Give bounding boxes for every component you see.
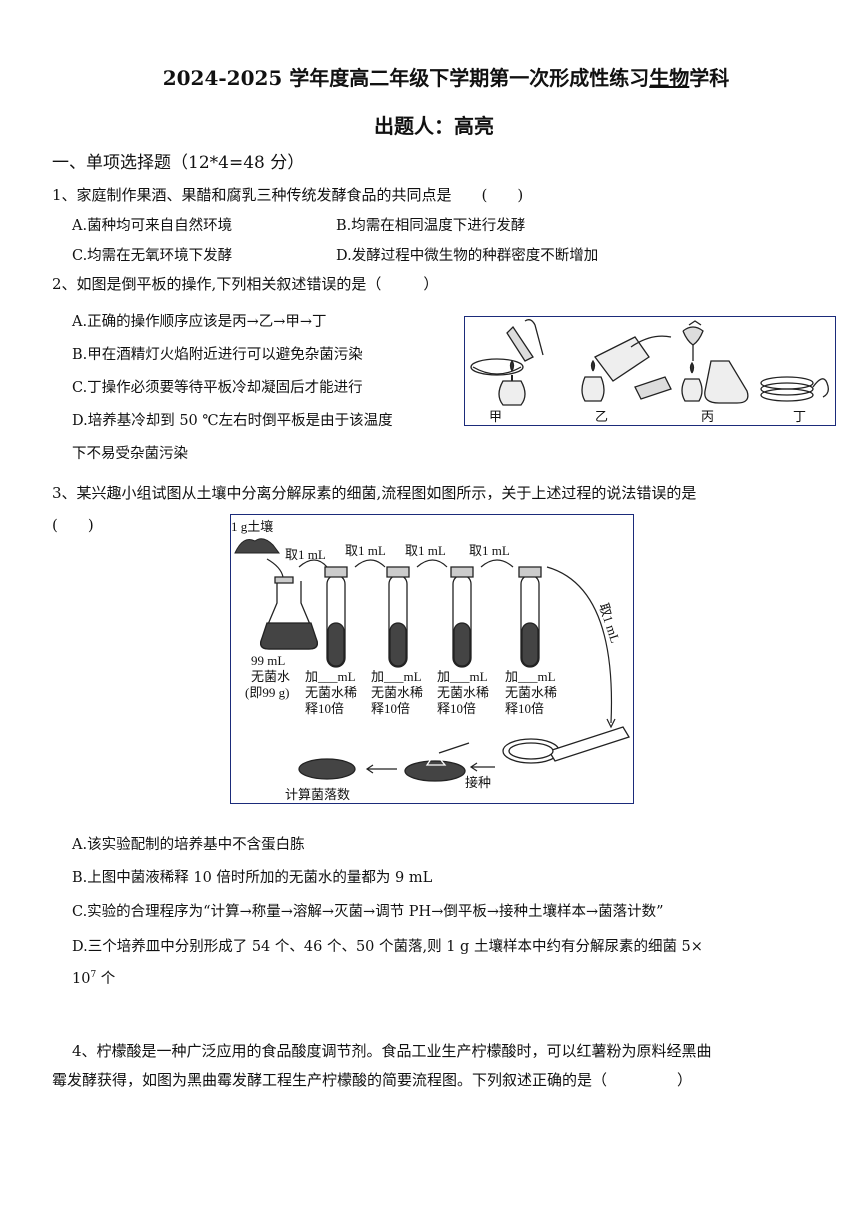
tube4-water: 无菌水稀: [505, 685, 557, 700]
tube2-water: 无菌水稀: [371, 685, 423, 700]
q2-option-d-cont: 下不易受杂菌污染: [72, 446, 188, 462]
title-text: 2024-2025 学年度高二年级下学期第一次形成性练习: [162, 66, 650, 90]
q3-option-d: D.三个培养皿中分别形成了 54 个、46 个、50 个菌落,则 1 g 土壤样…: [72, 939, 703, 955]
inoculated-plate: [404, 742, 470, 782]
tube2-add: 加___mL: [371, 669, 422, 684]
pour-plate-drawing: 甲 乙 丙 丁: [470, 319, 829, 425]
q3-option-c: C.实验的合理程序为“计算→称量→溶解→灭菌→调节 PH→倒平板→接种土壤样本→…: [72, 904, 664, 920]
flask-note: (即99 g): [245, 685, 289, 700]
label-bing: 丙: [701, 410, 714, 425]
q1-stem-text: 1、家庭制作果酒、果醋和腐乳三种传统发酵食品的共同点是: [52, 186, 452, 204]
flask-volume: 99 mL: [251, 653, 285, 668]
tube1-add: 加___mL: [305, 669, 356, 684]
take-label-4: 取1 mL: [469, 543, 510, 558]
inoculate-label: 接种: [465, 775, 491, 790]
step-bing-illustration: [681, 320, 749, 404]
test-tube-1: [324, 566, 348, 668]
step-yi-illustration: [581, 335, 672, 402]
soil-pile-icon: [234, 538, 280, 554]
question-1-stem: 1、家庭制作果酒、果醋和腐乳三种传统发酵食品的共同点是 ( ): [52, 184, 523, 205]
q2-stem-text: 2、如图是倒平板的操作,下列相关叙述错误的是（: [52, 275, 382, 293]
take-label-2: 取1 mL: [345, 543, 386, 558]
q2-option-b: B.甲在酒精灯火焰附近进行可以避免杂菌污染: [72, 347, 363, 363]
q3-d-exponent: 7: [90, 970, 97, 981]
tube3-fold: 释10倍: [437, 701, 476, 716]
count-plate: [298, 758, 356, 780]
dilution-flow-figure: 1 g土壤 取1 mL 取1 mL 取1 mL 取1 mL: [230, 514, 634, 804]
q2-option-a: A.正确的操作顺序应该是丙→乙→甲→丁: [72, 314, 327, 330]
q1-option-c: C.均需在无氧环境下发酵: [72, 248, 233, 264]
title-suffix: 学科: [689, 66, 730, 90]
q3-d-base: 10: [72, 971, 91, 987]
sterile-water-flask: [260, 576, 318, 650]
tube3-add: 加___mL: [437, 669, 488, 684]
spreading-plate: [502, 726, 630, 764]
label-ding: 丁: [793, 410, 806, 425]
section-heading: 一、单项选择题（12*4=48 分）: [52, 153, 305, 173]
count-label: 计算菌落数: [285, 787, 350, 802]
q4-line2-close: ）: [677, 1071, 693, 1089]
q3-option-b: B.上图中菌液稀释 10 倍时所加的无菌水的量都为 9 mL: [72, 870, 433, 886]
q2-option-c: C.丁操作必须要等待平板冷却凝固后才能进行: [72, 380, 363, 396]
tube2-fold: 释10倍: [371, 701, 410, 716]
take-label-3: 取1 mL: [405, 543, 446, 558]
q3-option-a: A.该实验配制的培养基中不含蛋白胨: [72, 837, 305, 853]
q1-answer-paren: ( ): [481, 186, 524, 204]
bottom-arrows: [365, 762, 495, 774]
q2-stem-close: ）: [423, 275, 439, 293]
test-tube-3: [450, 566, 474, 668]
tube4-add: 加___mL: [505, 669, 556, 684]
flask-name: 无菌水: [251, 669, 290, 684]
question-3-stem: 3、某兴趣小组试图从土壤中分离分解尿素的细菌,流程图如图所示，关于上述过程的说法…: [52, 484, 697, 502]
dilution-flow-drawing: 1 g土壤 取1 mL 取1 mL 取1 mL 取1 mL: [231, 519, 630, 802]
take-label-1: 取1 mL: [285, 547, 326, 562]
author-line: 出题人：高亮: [374, 114, 494, 138]
transfer-arrows: [266, 558, 616, 729]
q3-d-unit: 个: [96, 971, 116, 987]
title-subject: 生物: [649, 66, 690, 90]
tube1-water: 无菌水稀: [305, 685, 357, 700]
q1-option-a: A.菌种均可来自自然环境: [72, 218, 233, 234]
tube4-fold: 释10倍: [505, 701, 544, 716]
q2-option-d: D.培养基冷却到 50 ℃左右时倒平板是由于该温度: [72, 413, 393, 429]
q1-option-d: D.发酵过程中微生物的种群密度不断增加: [336, 248, 599, 264]
q1-option-b: B.均需在相同温度下进行发酵: [336, 218, 526, 234]
q3-option-d-cont: 107 个: [72, 967, 115, 988]
step-jia-illustration: [470, 319, 544, 406]
question-2-stem: 2、如图是倒平板的操作,下列相关叙述错误的是（ ）: [52, 273, 438, 294]
tube3-water: 无菌水稀: [437, 685, 489, 700]
label-yi: 乙: [595, 410, 608, 425]
pour-plate-figure: 甲 乙 丙 丁: [464, 316, 836, 426]
test-tube-2: [386, 566, 410, 668]
q4-line2-text: 霉发酵获得，如图为黑曲霉发酵工程生产柠檬酸的简要流程图。下列叙述正确的是（: [52, 1071, 608, 1089]
step-ding-illustration: [760, 376, 829, 402]
exam-title: 2024-2025 学年度高二年级下学期第一次形成性练习生物学科: [0, 62, 868, 91]
label-jia: 甲: [489, 410, 502, 425]
soil-label: 1 g土壤: [231, 519, 273, 534]
question-4-line1: 4、柠檬酸是一种广泛应用的食品酸度调节剂。食品工业生产柠檬酸时，可以红薯粉为原料…: [72, 1042, 712, 1060]
question-4-line2: 霉发酵获得，如图为黑曲霉发酵工程生产柠檬酸的简要流程图。下列叙述正确的是（ ）: [52, 1069, 692, 1090]
q3-answer-paren: ( ): [52, 516, 94, 534]
test-tube-4: [518, 566, 542, 668]
tube1-fold: 释10倍: [305, 701, 344, 716]
